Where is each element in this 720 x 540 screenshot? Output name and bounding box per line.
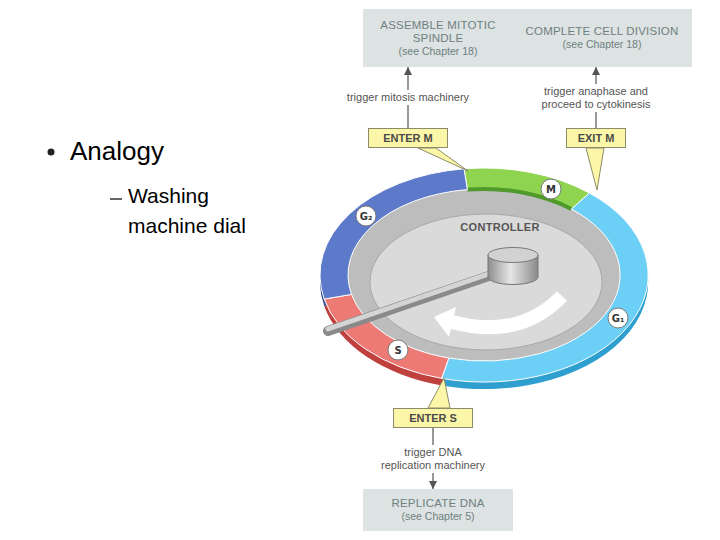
callout-wedge (418, 148, 468, 171)
box-reference: (see Chapter 18) (563, 38, 642, 51)
controller-heading: CONTROLLER (435, 221, 565, 233)
box-title: COMPLETE CELL DIVISION (526, 25, 679, 38)
checkpoint-name: ENTER M (383, 132, 433, 144)
box-title: ASSEMBLE MITOTIC SPINDLE (371, 19, 505, 45)
circle-shape (356, 206, 376, 226)
bullet-dot (48, 149, 55, 156)
box-title: REPLICATE DNA (391, 497, 484, 510)
chapter-box: COMPLETE CELL DIVISION(see Chapter 18) (512, 9, 692, 67)
circle-shape (388, 340, 408, 360)
phase-circle: G₂ (355, 205, 377, 227)
sub-bullet-dash (110, 198, 122, 200)
checkpoint-name: EXIT M (578, 132, 615, 144)
edge-label: trigger DNA replication machinery (380, 445, 486, 473)
chapter-box: ASSEMBLE MITOTIC SPINDLE(see Chapter 18) (363, 9, 513, 67)
phase-name: G₁ (612, 313, 625, 324)
box-reference: (see Chapter 5) (402, 510, 475, 523)
phase-circle: M (540, 178, 562, 200)
checkpoint-box: ENTER S (393, 408, 473, 428)
m-phase-segment (464, 168, 589, 209)
rotation-arrow-shaft (452, 296, 562, 327)
cylinder-side (538, 255, 539, 277)
ring-depth (320, 175, 648, 389)
cylinder-top (488, 248, 538, 263)
cylinder-side (488, 255, 489, 277)
checkpoint-name: ENTER S (409, 412, 457, 424)
callout-wedge (586, 148, 604, 190)
checkpoint-box: ENTER M (368, 128, 448, 148)
cylinder-outline (487, 246, 539, 286)
phase-circle: S (387, 339, 409, 361)
chapter-box: REPLICATE DNA(see Chapter 5) (363, 489, 513, 531)
phase-name: M (546, 184, 556, 195)
circle-shape (608, 308, 628, 328)
bullet-text: Analogy (70, 134, 270, 168)
phase-name: S (394, 345, 401, 356)
phase-name: G₂ (360, 211, 373, 222)
edge-label: trigger anaphase and proceed to cytokine… (540, 84, 652, 112)
controller-arm-highlight (328, 266, 512, 329)
rotation-arrow-head (434, 307, 456, 337)
phase-circle: G₁ (607, 307, 629, 329)
callout-wedge (428, 378, 450, 408)
box-reference: (see Chapter 18) (399, 45, 478, 58)
checkpoint-box: EXIT M (566, 128, 626, 148)
sub-bullet-text: Washing machine dial (128, 181, 278, 241)
circle-shape (541, 179, 561, 199)
g2-phase-segment (320, 169, 467, 299)
controller-cylinder: CONTROLLER (487, 246, 539, 286)
edge-label: trigger mitosis machinery (338, 90, 478, 105)
